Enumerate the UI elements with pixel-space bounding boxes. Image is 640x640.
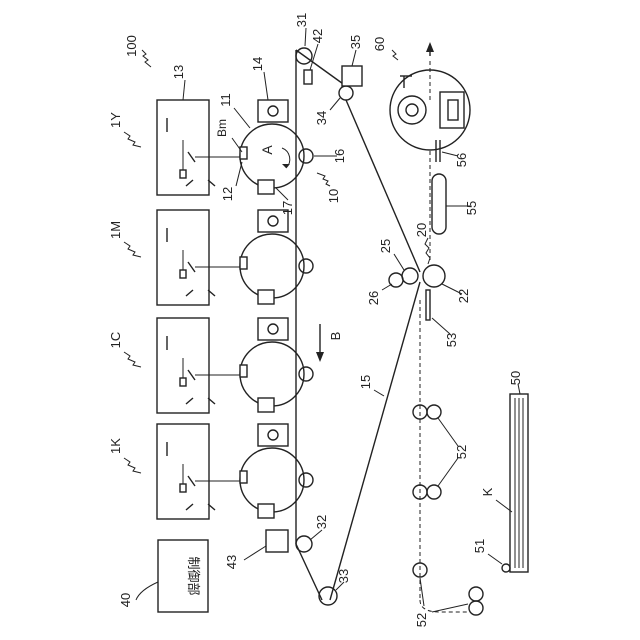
- label-fixing: 60: [372, 37, 387, 51]
- label-charger: 14: [250, 57, 265, 71]
- exposure-unit-m: [157, 210, 242, 305]
- imaging-station-m: [240, 210, 313, 304]
- label-cleaner-unit: 17: [280, 201, 295, 215]
- label-image-station: 10: [326, 189, 341, 203]
- label-roller-31: 31: [294, 13, 309, 27]
- label-controller: 40: [118, 593, 133, 607]
- label-conveyor-55: 55: [464, 201, 479, 215]
- label-unit-y: 1Y: [108, 112, 123, 128]
- label-guide-56: 56: [454, 153, 469, 167]
- label-roller-32: 32: [314, 515, 329, 529]
- exposure-unit-k: [157, 424, 242, 519]
- label-drum: 11: [218, 93, 233, 107]
- label-unit-c: 1C: [108, 332, 123, 349]
- label-roller-33: 33: [336, 569, 351, 583]
- label-rollers-52a: 52: [454, 445, 469, 459]
- label-roller-26: 26: [366, 291, 381, 305]
- label-roller-25: 25: [378, 239, 393, 253]
- fixing-unit: 60 56: [372, 37, 470, 167]
- imaging-station-k: [240, 424, 313, 518]
- paper-tray: 50 K 51: [472, 371, 528, 572]
- label-sheet: K: [480, 487, 495, 496]
- label-sensor-42: 42: [310, 29, 325, 43]
- label-roller-34: 34: [314, 111, 329, 125]
- label-transfer: 20: [414, 223, 429, 237]
- label-pickup-51: 51: [472, 539, 487, 553]
- station-labels: 14 11 Bm A 12 16 17 10: [215, 57, 347, 215]
- label-guide-53: 53: [444, 333, 459, 347]
- controller-text: 制御部: [186, 556, 201, 595]
- label-belt: 15: [358, 375, 373, 389]
- controller-block: 制御部 40: [118, 540, 208, 612]
- label-device: 100: [124, 35, 139, 57]
- label-unit-m: 1M: [108, 221, 123, 239]
- label-tray: 50: [508, 371, 523, 385]
- label-developer: 12: [220, 187, 235, 201]
- label-beam: Bm: [215, 119, 229, 137]
- label-unit-k: 1K: [108, 438, 123, 454]
- imaging-station-y: [240, 100, 313, 194]
- label-rollers-52b: 52: [414, 613, 429, 627]
- exposure-unit-c: [157, 318, 242, 413]
- label-rotation: A: [259, 145, 275, 155]
- label-sensor-43: 43: [224, 555, 239, 569]
- label-roller-22: 22: [456, 289, 471, 303]
- label-sensor-35: 35: [348, 35, 363, 49]
- label-exposure: 13: [171, 65, 186, 79]
- imaging-station-c: [240, 318, 313, 412]
- device-label-group: 100: [124, 35, 151, 67]
- label-belt-direction: B: [328, 332, 343, 341]
- conveyor-55: 55: [432, 174, 479, 234]
- exposure-unit-y: [157, 100, 242, 195]
